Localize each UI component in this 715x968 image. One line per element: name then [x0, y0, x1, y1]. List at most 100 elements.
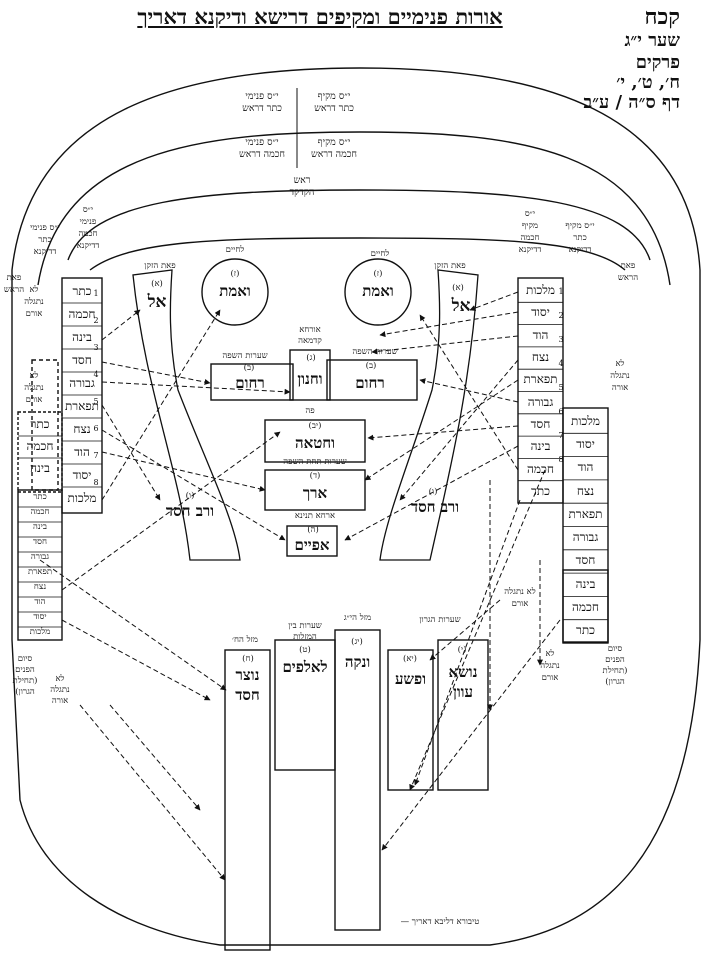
- right-makif-keter-0: י״ס מקיף: [565, 221, 595, 231]
- right-outer-7: בינה: [575, 576, 596, 591]
- peat-hazaken-right: פאת הזקן: [434, 261, 466, 271]
- nose-1: עוון: [453, 683, 473, 701]
- left-pnimi-chochma-1: פנימי: [79, 217, 97, 227]
- left-num-4: 5: [93, 397, 99, 406]
- rav-chesed-right-num: (ו): [428, 487, 438, 497]
- saarot-hasafa-left: שערות השפה: [222, 351, 268, 361]
- second-arc: [37, 131, 671, 286]
- el-right: אל: [451, 296, 471, 316]
- left-pnimi-keter-0: י״ס פנימי: [30, 223, 60, 233]
- orcha-tinyana: ארחא תנינא: [294, 511, 336, 521]
- right-sium-3: הגרון): [605, 677, 625, 687]
- arc-keter-makif: י״ס מקיף: [317, 91, 351, 102]
- saarot-bein-0: שערות בין: [288, 621, 322, 631]
- saarot-hasafa-right: שערות השפה: [352, 347, 398, 357]
- left-outer-2: בינה: [72, 329, 92, 344]
- el-left: אל: [147, 292, 167, 312]
- notzer-1: חסד: [235, 686, 260, 704]
- rachum-right-num: (ב): [365, 361, 377, 371]
- left-outer-4: גבורה: [69, 375, 95, 390]
- right-peat-harosh-1: הראש: [617, 273, 639, 283]
- left-outer-1: חכמה: [68, 306, 96, 321]
- right-outer-0: מלכות: [571, 413, 600, 428]
- left-lo-nitgala-2-1: נתגלה: [24, 383, 44, 393]
- lachayim-right: לחיים: [370, 249, 390, 259]
- venake-num: (יג): [351, 637, 363, 647]
- orcha-kamaa-0: אורחא: [299, 325, 321, 335]
- peh: פה: [305, 406, 315, 416]
- right-sium-0: סיום: [607, 644, 623, 654]
- left-outer-0: כתר: [72, 283, 92, 298]
- el-left-num: (א): [151, 279, 163, 289]
- notzer-num: (ח): [242, 654, 254, 664]
- arc-keter-makif-2: כתר דראש: [314, 103, 354, 114]
- saarot-hagaron: שערות הגרון: [419, 615, 461, 625]
- left-inner-5: תפארת: [27, 566, 53, 577]
- vafesha-num: (יא): [403, 654, 417, 664]
- right-outer-4: תפארת: [568, 506, 603, 521]
- right-num-0: 1: [558, 287, 564, 296]
- notzer-0: נוצר: [235, 666, 260, 684]
- nose-0: נושא: [448, 663, 478, 681]
- left-lo-nitgala-1-2: אורם: [25, 309, 43, 319]
- left-inner-7: הוד: [34, 596, 46, 607]
- right-lo-nitgala-3-1: נתגלה: [540, 661, 560, 671]
- left-num-1: 2: [93, 316, 99, 325]
- left-sium-1: הפנים: [15, 665, 35, 675]
- right-outer-6: חסד: [575, 553, 596, 568]
- inner-arc: [89, 237, 626, 271]
- right-num-2: 3: [558, 335, 564, 344]
- emet-left: ואמת: [219, 282, 251, 300]
- right-inner-0: מלכות: [526, 283, 555, 298]
- rachum-left-num: (ב): [243, 363, 255, 373]
- left-num-2: 3: [93, 343, 99, 352]
- right-sium-2: (תחילת: [602, 666, 628, 676]
- mazal-yg: מזל הי״ג: [343, 613, 372, 623]
- left-num-6: 7: [93, 451, 99, 460]
- left-inner-6: נצח: [33, 581, 47, 592]
- left-lo-nitgala-ora-1: נתגלה: [50, 685, 70, 695]
- chanun-num: (ג): [306, 353, 316, 363]
- left-lo-nitgala-1-1: נתגלה: [24, 297, 44, 307]
- peat-hazaken-left: פאת הזקן: [144, 261, 176, 271]
- vafesha: ופשע: [394, 670, 427, 688]
- right-num-5: 6: [558, 407, 564, 416]
- right-makif-chochma-2: חכמה: [520, 233, 540, 243]
- chanun: וחנון: [297, 370, 323, 388]
- mazal-ches: מזל הח׳: [232, 635, 258, 645]
- left-pnimi-keter-1: כתר: [38, 235, 52, 245]
- left-inner-8: יסוד: [33, 611, 47, 622]
- right-sium-1: הפנים: [605, 655, 625, 665]
- ref-chapters-label: פרקים: [635, 52, 680, 73]
- left-inner-3: חסד: [33, 536, 47, 547]
- chataa: וחטאה: [294, 434, 336, 452]
- left-num-0: 1: [93, 289, 99, 298]
- emet-left-num: (ז): [230, 269, 240, 279]
- left-peat-harosh-1: הראש: [3, 285, 25, 295]
- left-sium-3: הגרון): [15, 687, 35, 697]
- rav-chesed-right: ורב חסד: [410, 498, 460, 516]
- erech-num: (ד): [309, 471, 321, 481]
- right-num-6: 7: [558, 431, 564, 440]
- nose-num: (י): [457, 645, 467, 655]
- left-lo-nitgala-2-2: אורם: [25, 395, 43, 405]
- left-lo-nitgala-ora-0: לא: [55, 674, 65, 684]
- left-num-7: 8: [93, 478, 99, 487]
- right-outer-1: יסוד: [576, 436, 595, 451]
- ref-page: קכח: [644, 4, 680, 30]
- rav-chesed-left-num: (ו): [185, 491, 195, 501]
- left-sium-2: (תחילת: [12, 676, 38, 686]
- right-outer-5: גבורה: [572, 530, 599, 545]
- right-makif-chochma-0: י״ס: [524, 209, 536, 219]
- right-num-3: 4: [558, 359, 564, 368]
- right-makif-keter-2: דדיקנא: [568, 245, 592, 255]
- rachum-right: רחום: [355, 374, 385, 392]
- left-pnimi-keter-2: דדיקנא: [33, 247, 57, 257]
- rav-chesed-left: ורב חסד: [165, 502, 215, 520]
- right-makif-chochma-3: דדיקנא: [518, 245, 542, 255]
- left-inner-4: גבורה: [30, 551, 50, 562]
- apayim-num: (ה): [307, 525, 319, 535]
- arc-chochma-pnimi-2: חכמה דראש: [238, 149, 286, 160]
- right-makif-keter-1: כתר: [573, 233, 587, 243]
